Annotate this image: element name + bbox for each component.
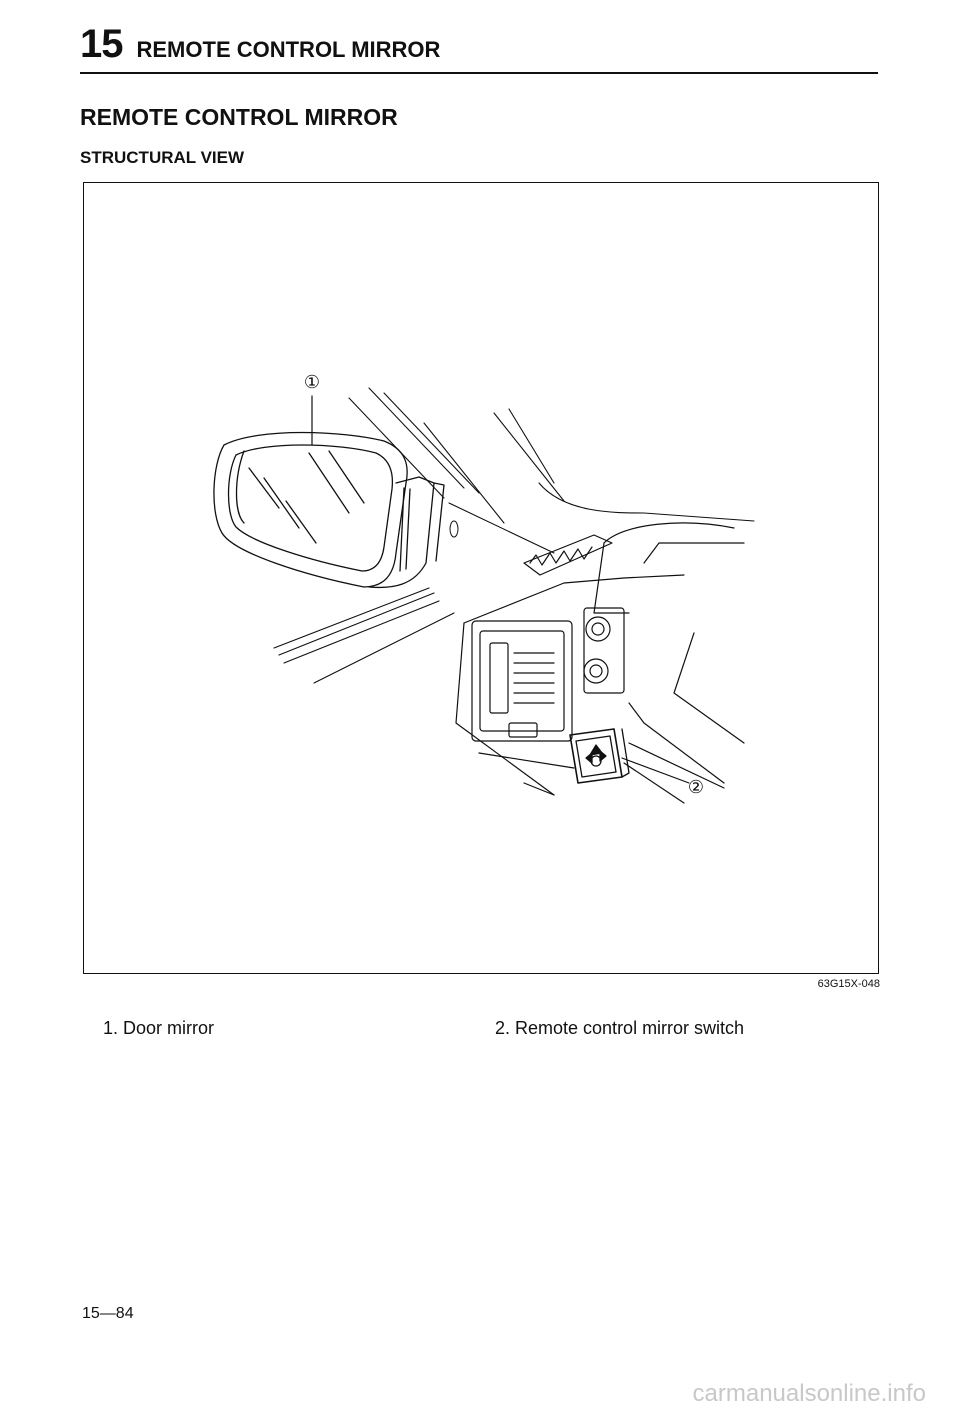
- callout-2: ②: [688, 777, 704, 798]
- window-frame-lines: [273, 387, 755, 684]
- dashboard-drawing: [455, 522, 745, 804]
- watermark: carmanualsonline.info: [692, 1380, 926, 1407]
- chapter-number: 15: [80, 22, 123, 66]
- page-number: 15—84: [82, 1305, 134, 1322]
- section-title: REMOTE CONTROL MIRROR: [80, 104, 398, 130]
- legend-item-mirror-switch: 2. Remote control mirror switch: [495, 1018, 745, 1038]
- callout-1: ①: [304, 372, 320, 393]
- figure-code: 63G15X-048: [817, 978, 880, 990]
- subsection-title: STRUCTURAL VIEW: [80, 148, 245, 167]
- chapter-title: REMOTE CONTROL MIRROR: [136, 37, 441, 62]
- door-mirror-drawing: [213, 431, 459, 589]
- structural-view-figure: ① ②: [83, 182, 879, 974]
- mirror-switch-drawing: [569, 728, 630, 784]
- mirror-illustration: ① ②: [213, 372, 755, 804]
- callout-2-leader: [621, 757, 690, 784]
- chapter-header: 15 REMOTE CONTROL MIRROR: [80, 22, 440, 67]
- legend-item-door-mirror: 1. Door mirror: [103, 1018, 215, 1038]
- header-rule: [80, 72, 878, 74]
